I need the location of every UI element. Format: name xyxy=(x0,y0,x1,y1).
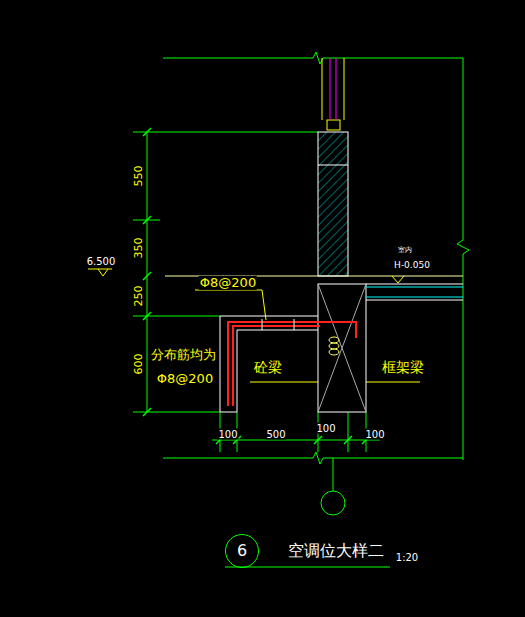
frame-beam xyxy=(220,284,463,412)
drawing-label: 100 xyxy=(315,423,336,434)
drawing-label: 6.500 xyxy=(86,256,117,267)
rebar xyxy=(228,322,356,406)
drawing-label: 框架梁 xyxy=(381,360,425,375)
drawing-label: Φ8@200 xyxy=(199,276,257,290)
slab-lines xyxy=(366,287,463,297)
drawing-label: 室内 xyxy=(397,247,413,255)
drawing-label: 600 xyxy=(133,353,145,376)
drawing-label: 350 xyxy=(133,237,145,260)
coil xyxy=(329,337,339,355)
drawing-label: 分布筋均为 xyxy=(150,348,217,362)
drawing-label: 550 xyxy=(133,165,145,188)
drawing-label: Φ8@200 xyxy=(156,372,214,386)
drawing-label: 500 xyxy=(265,429,286,440)
drawing-label: 100 xyxy=(217,429,238,440)
window-glass xyxy=(330,58,336,120)
outline-lines xyxy=(133,52,469,567)
wall-joint xyxy=(318,165,348,166)
drawing-label: H-0.050 xyxy=(393,261,431,271)
drawing-label: 250 xyxy=(133,285,145,308)
detail-number-circle: 6 xyxy=(225,534,259,568)
cross-ties xyxy=(262,319,294,330)
drawing-label: 1:20 xyxy=(395,552,419,563)
detail-number: 6 xyxy=(237,543,247,559)
window-frame xyxy=(88,58,463,382)
detail-title: 空调位大样二 xyxy=(287,542,385,560)
drawing-label: 砼梁 xyxy=(253,360,283,375)
wall-hatched xyxy=(318,132,348,276)
dimension-ticks xyxy=(143,128,370,444)
drawing-label: 100 xyxy=(364,429,385,440)
